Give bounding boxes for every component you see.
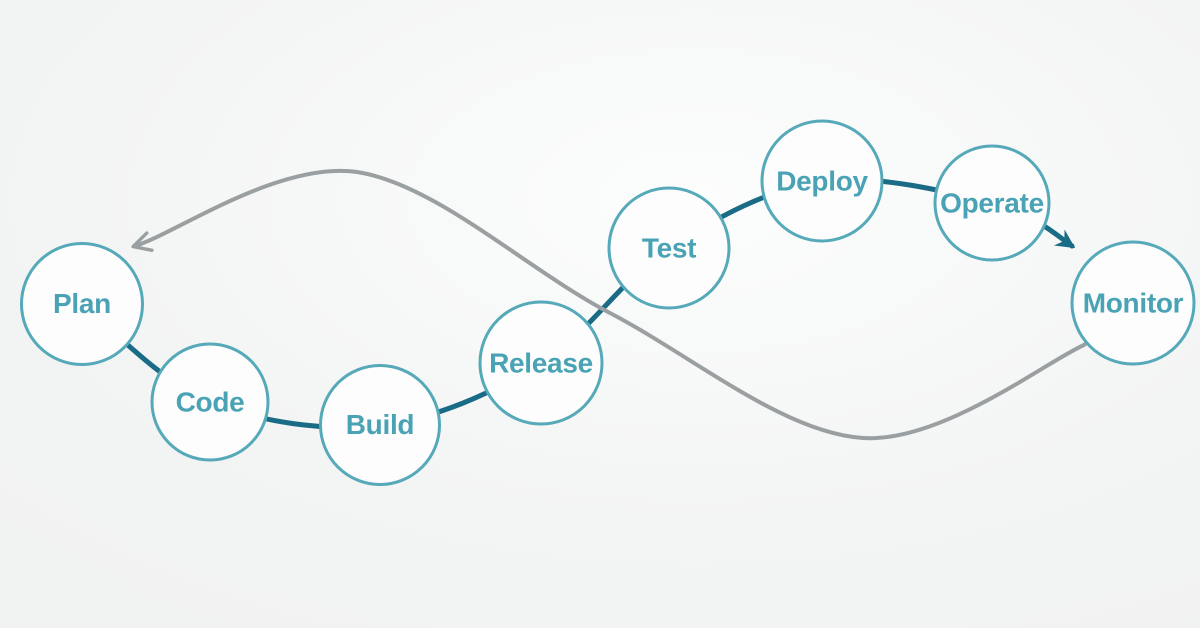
node-label: Deploy bbox=[776, 165, 868, 196]
node-release: Release bbox=[478, 300, 604, 426]
node-code: Code bbox=[150, 342, 270, 462]
node-deploy: Deploy bbox=[760, 119, 884, 243]
node-build: Build bbox=[319, 364, 441, 486]
node-label: Build bbox=[345, 409, 415, 440]
node-monitor: Monitor bbox=[1070, 240, 1196, 366]
node-test: Test bbox=[607, 186, 731, 310]
node-plan: Plan bbox=[20, 242, 144, 366]
node-label: Code bbox=[175, 386, 245, 417]
node-label: Release bbox=[489, 347, 593, 378]
node-operate: Operate bbox=[933, 144, 1051, 262]
node-label: Operate bbox=[940, 187, 1044, 218]
node-label: Test bbox=[641, 232, 697, 263]
node-label: Monitor bbox=[1082, 287, 1184, 318]
feedback-loop-path bbox=[131, 168, 1135, 441]
node-label: Plan bbox=[53, 288, 111, 319]
